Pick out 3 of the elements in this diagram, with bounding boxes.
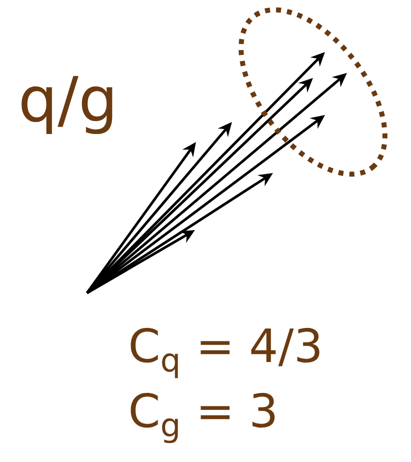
- label: q/g: [22, 76, 112, 134]
- label: C$_{g}$ = 3: [130, 392, 275, 444]
- label: C$_{q}$ = 4/3: [130, 328, 320, 378]
